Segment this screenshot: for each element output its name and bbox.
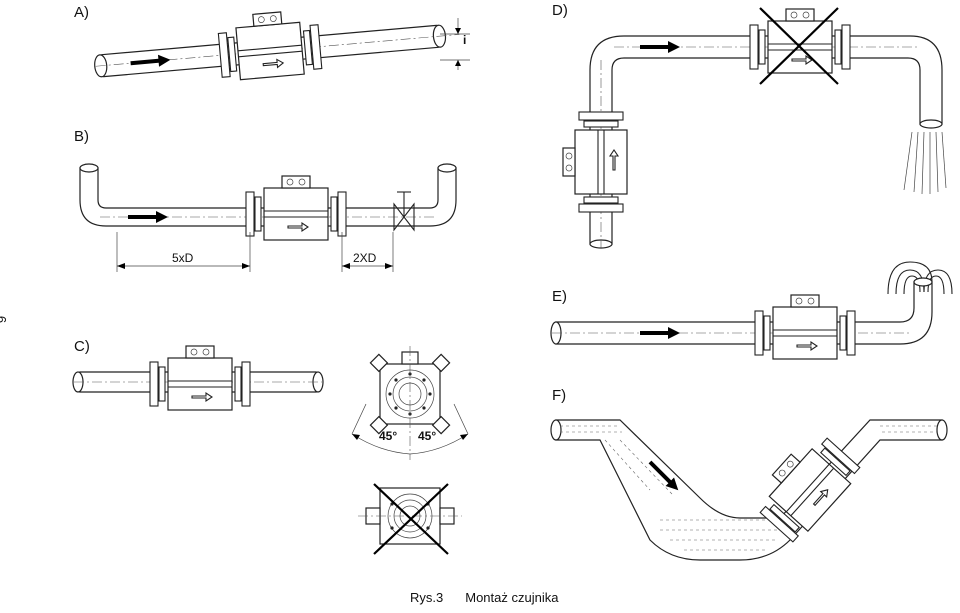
scene-b-straight-runs [79, 163, 457, 272]
scene-e-siphon [550, 261, 953, 360]
label-f: F) [552, 387, 567, 404]
scene-c-orientation [72, 345, 469, 555]
scene-f-utrap [550, 419, 948, 561]
label-e: E) [552, 288, 567, 305]
caption-number: Rys.3 [410, 590, 444, 605]
label-b: B) [74, 128, 89, 145]
figure-caption: Rys.3 Montaż czujnika [410, 590, 558, 605]
incline-symbol: i [463, 33, 467, 47]
label-c: C) [74, 338, 90, 355]
scene-d-vertical [562, 7, 947, 249]
angle-left: 45° [379, 429, 398, 443]
label-a: A) [74, 4, 89, 21]
dimension-downstream: 2XD [353, 251, 377, 265]
caption-title: Montaż czujnika [465, 590, 559, 605]
scene-a-inclined [94, 8, 470, 82]
label-d: D) [552, 2, 568, 19]
angle-right: 45° [418, 429, 437, 443]
page-number: 6 [0, 316, 9, 323]
dimension-upstream: 5xD [172, 251, 194, 265]
